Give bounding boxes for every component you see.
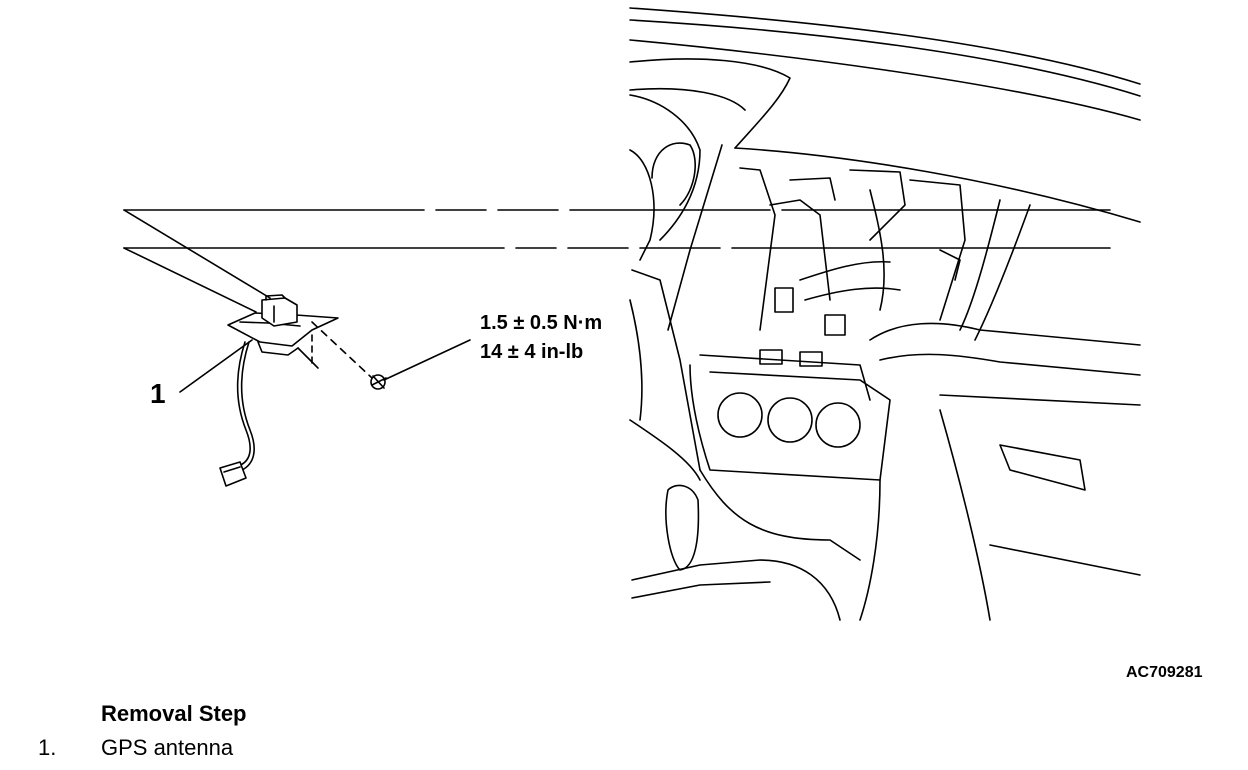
- guide-lines: [123, 209, 1111, 313]
- bolt-icon: [370, 374, 387, 390]
- removal-step-heading: Removal Step: [101, 701, 247, 726]
- dashboard-illustration: [629, 7, 1141, 621]
- step-label: GPS antenna: [101, 735, 234, 760]
- bolt-alignment-line: [311, 321, 373, 379]
- figure-id: AC709281: [1126, 664, 1203, 681]
- torque-leader-line: [383, 339, 471, 381]
- torque-spec-metric: 1.5 ± 0.5 N·m: [480, 312, 603, 334]
- gps-antenna: [219, 294, 339, 487]
- callout-leader-line: [179, 339, 253, 393]
- callout-number: 1: [150, 378, 166, 409]
- step-number: 1.: [38, 735, 57, 760]
- torque-spec-imperial: 14 ± 4 in-lb: [480, 341, 584, 363]
